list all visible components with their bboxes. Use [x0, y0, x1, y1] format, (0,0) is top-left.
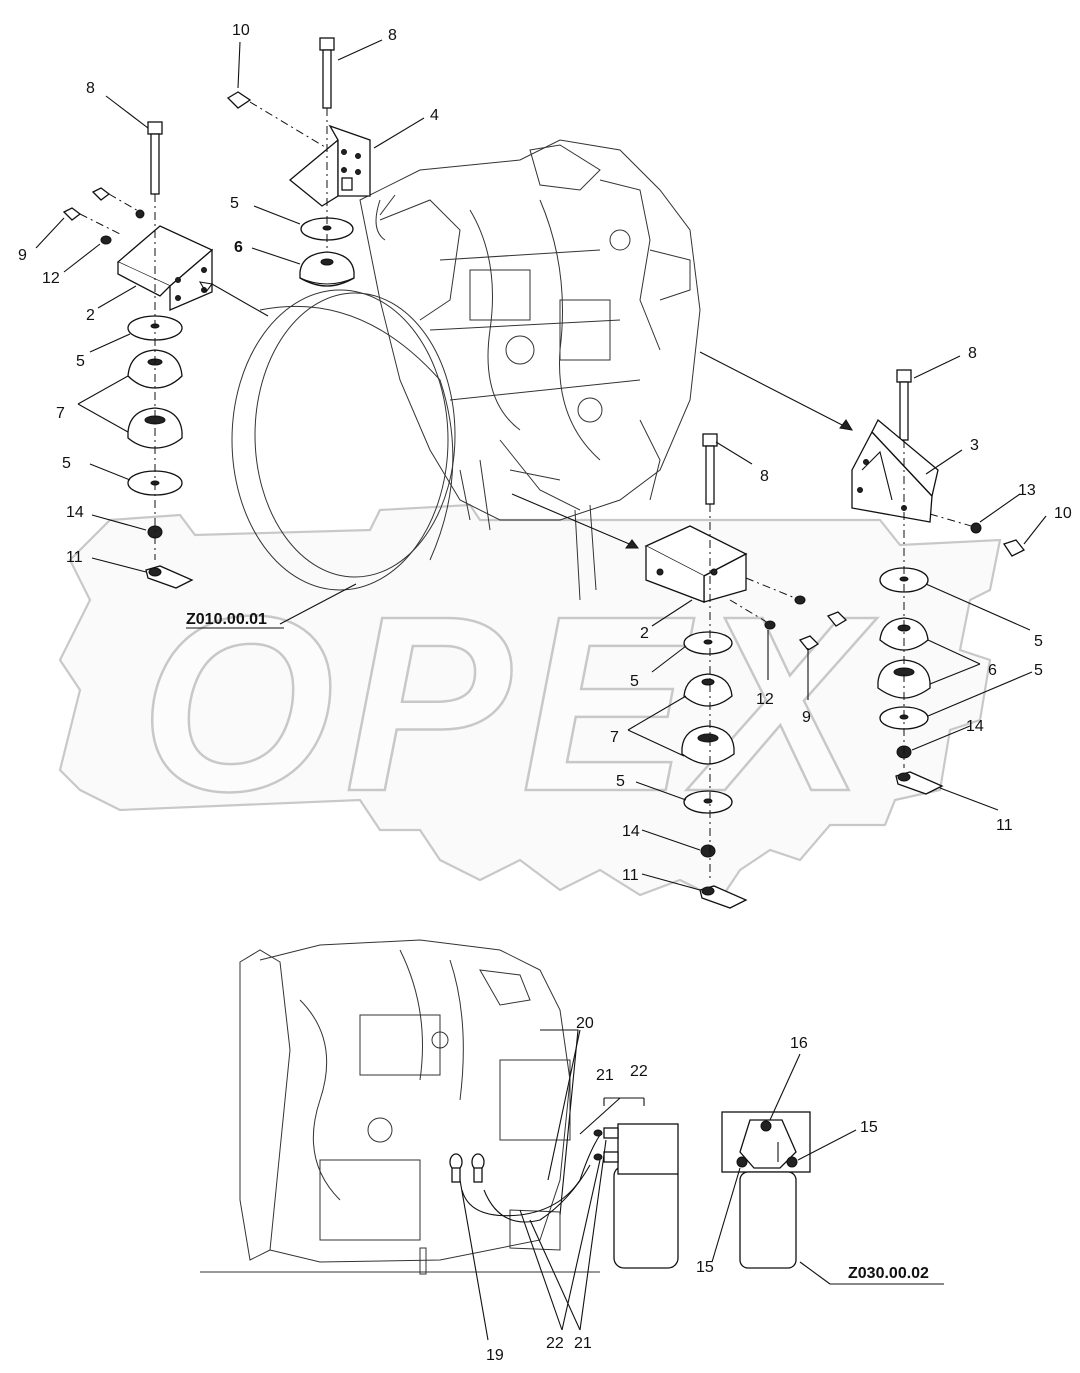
callout: 4	[430, 107, 439, 124]
bolt-8-center	[702, 433, 718, 505]
callout: 10	[232, 22, 250, 39]
leader-lines	[35, 39, 1047, 1341]
callout: 19	[486, 1347, 504, 1364]
engine-assembly-top	[231, 139, 701, 601]
drawing-reference-bottom[interactable]: Z030.00.02	[848, 1265, 929, 1282]
callout: 14	[66, 504, 84, 521]
callout: 12	[42, 270, 60, 287]
bolts-9-left	[62, 187, 145, 245]
callout: 12	[756, 691, 774, 708]
nut-14-center	[700, 844, 716, 858]
callout: 5	[230, 195, 239, 212]
bolt-10-right	[929, 513, 1026, 557]
callout: 5	[616, 773, 625, 790]
callout: 6	[988, 662, 997, 679]
cushion-6-top	[299, 251, 355, 287]
bolt-8-top	[319, 37, 335, 109]
bracket-4	[288, 124, 371, 207]
callout: 22	[630, 1063, 648, 1080]
callout: 8	[760, 468, 769, 485]
callout: 5	[1034, 633, 1043, 650]
callout: 13	[1018, 482, 1036, 499]
callout: 5	[62, 455, 71, 472]
cushion-7-center-upper	[683, 673, 733, 707]
bolt-8-right	[896, 369, 912, 441]
callout: 21	[574, 1335, 592, 1352]
callout: 20	[576, 1015, 594, 1032]
callout: 6	[234, 239, 243, 256]
center-mount-stack	[644, 433, 848, 909]
callout: 15	[696, 1259, 714, 1276]
callout: 14	[966, 718, 984, 735]
callout: 3	[970, 437, 979, 454]
bracket-2-center	[644, 525, 748, 603]
callout: 22	[546, 1335, 564, 1352]
assembly-centerlines	[154, 108, 905, 880]
stopper-11-center	[699, 885, 748, 909]
bracket-4-stack	[226, 37, 371, 287]
bolt-10-top	[226, 91, 331, 151]
bracket-3	[851, 418, 939, 523]
callout: 5	[630, 673, 639, 690]
relay-module	[593, 1123, 679, 1269]
cushion-7-center-lower	[681, 725, 735, 765]
callout: 11	[66, 549, 83, 566]
callout: 8	[968, 345, 977, 362]
callout: 9	[802, 709, 811, 726]
callout: 16	[790, 1035, 808, 1052]
bolt-8-left	[147, 121, 163, 195]
callout: 5	[76, 353, 85, 370]
callout: 14	[622, 823, 640, 840]
drawing-reference-top[interactable]: Z010.00.01	[186, 611, 267, 628]
opex-watermark: OPEX	[58, 503, 1002, 902]
bracket-2-left	[116, 225, 214, 311]
callout: 2	[86, 307, 95, 324]
bolts-9-center	[729, 577, 848, 651]
filter-detail	[721, 1111, 811, 1269]
callout: 7	[56, 405, 65, 422]
engine-assembly-bottom	[200, 939, 811, 1275]
washer-5-center-top	[683, 631, 733, 655]
callout-labels: 10 8 8 4 5 6 9 12 2 5 7 5 14 11 8 3 13 1…	[18, 22, 1072, 1364]
callout: 11	[622, 867, 639, 884]
left-mount-stack	[62, 121, 214, 589]
callout: 7	[610, 729, 619, 746]
callout: 2	[640, 625, 649, 642]
callout: 8	[86, 80, 95, 97]
callout: 11	[996, 817, 1013, 834]
stopper-11-left	[145, 565, 194, 589]
callout: 9	[18, 247, 27, 264]
stopper-11-right	[895, 771, 944, 795]
sensor-21-22	[449, 1153, 485, 1183]
callout: 10	[1054, 505, 1072, 522]
callout: 8	[388, 27, 397, 44]
callout: 15	[860, 1119, 878, 1136]
washer-5-center-bottom	[683, 790, 733, 814]
callout: 21	[596, 1067, 614, 1084]
callout: 5	[1034, 662, 1043, 679]
